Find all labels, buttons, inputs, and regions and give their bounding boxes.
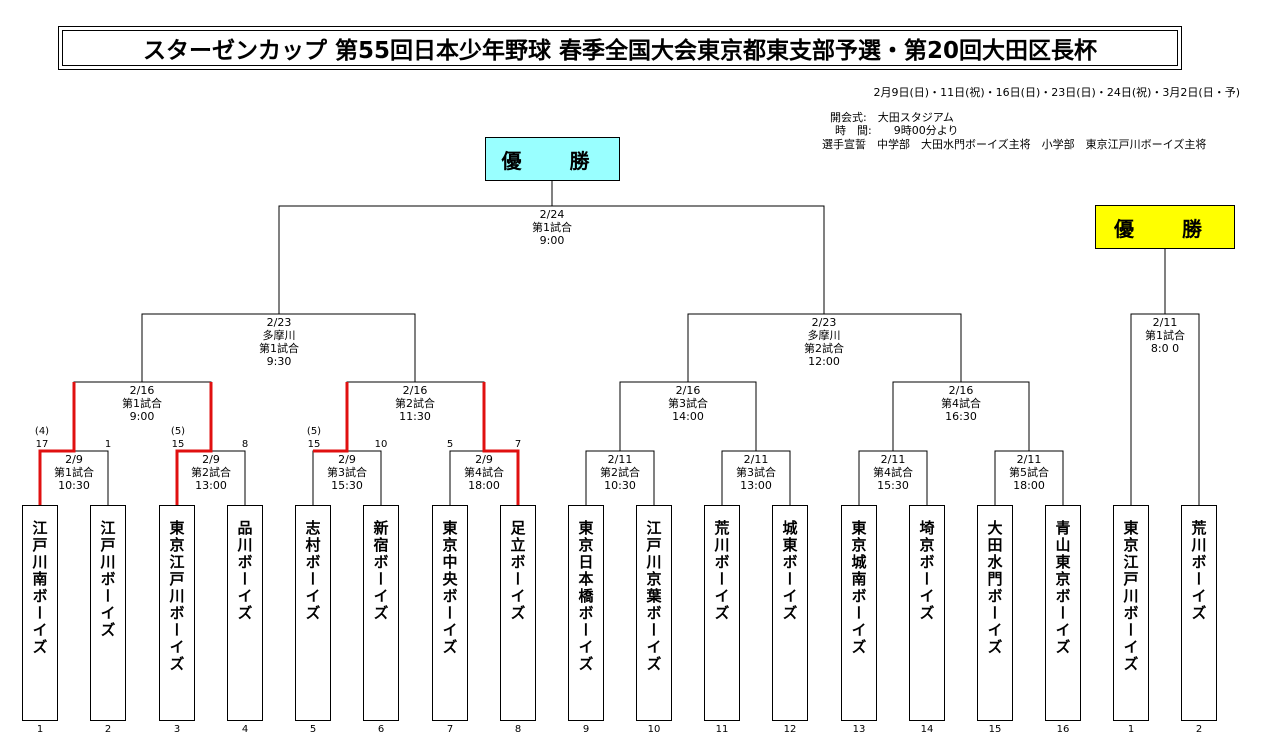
- team-box: 東京江戸川ボーイズ: [1113, 505, 1149, 721]
- team-box: 江戸川京葉ボーイズ: [636, 505, 672, 721]
- team-number: 9: [582, 724, 590, 735]
- score: 5: [446, 439, 454, 450]
- team-name: 東京中央ボーイズ: [440, 520, 459, 656]
- score: 15: [307, 439, 321, 450]
- winner-lines: [38, 382, 520, 505]
- team-number: 12: [783, 724, 797, 735]
- team-number: 13: [852, 724, 866, 735]
- team-box: 東京日本橋ボーイズ: [568, 505, 604, 721]
- team-name: 東京江戸川ボーイズ: [167, 520, 186, 673]
- team-name: 志村ボーイズ: [303, 520, 322, 622]
- score: 8: [241, 439, 249, 450]
- team-box: 大田水門ボーイズ: [977, 505, 1013, 721]
- team-name: 江戸川ボーイズ: [98, 520, 117, 639]
- team-box: 荒川ボーイズ: [1181, 505, 1217, 721]
- team-name: 東京日本橋ボーイズ: [576, 520, 595, 673]
- team-box: 江戸川南ボーイズ: [22, 505, 58, 721]
- team-box: 荒川ボーイズ: [704, 505, 740, 721]
- team-number: 1: [1127, 724, 1135, 735]
- winner-path-5: [313, 382, 349, 453]
- team-number: 8: [514, 724, 522, 735]
- team-number: 5: [309, 724, 317, 735]
- team-box: 品川ボーイズ: [227, 505, 263, 721]
- team-number: 14: [920, 724, 934, 735]
- player-oath: 選手宣誓 中学部 大田水門ボーイズ主将 小学部 東京江戸川ボーイズ主将: [822, 138, 1207, 151]
- team-number: 15: [988, 724, 1002, 735]
- team-box: 新宿ボーイズ: [363, 505, 399, 721]
- team-box: 青山東京ボーイズ: [1045, 505, 1081, 721]
- score-extra: (4): [34, 426, 50, 437]
- team-box: 足立ボーイズ: [500, 505, 536, 721]
- team-name: 埼京ボーイズ: [917, 520, 936, 622]
- team-name: 荒川ボーイズ: [712, 520, 731, 622]
- team-number: 6: [377, 724, 385, 735]
- team-number: 1: [36, 724, 44, 735]
- team-box: 江戸川ボーイズ: [90, 505, 126, 721]
- team-number: 10: [647, 724, 661, 735]
- score: 7: [514, 439, 522, 450]
- start-time: 時 間: 9時00分より: [835, 124, 959, 137]
- score: 17: [35, 439, 49, 450]
- team-number: 3: [173, 724, 181, 735]
- team-number: 2: [1195, 724, 1203, 735]
- champion-box-side: 優 勝: [1095, 205, 1235, 249]
- team-number: 4: [241, 724, 249, 735]
- team-name: 品川ボーイズ: [235, 520, 254, 622]
- team-number: 2: [104, 724, 112, 735]
- winner-path-3: [175, 382, 213, 505]
- team-name: 東京城南ボーイズ: [849, 520, 868, 656]
- schedule-dates: 2月9日(日)・11日(祝)・16日(日)・23日(日)・24日(祝)・3月2日…: [873, 86, 1240, 99]
- winner-path-8: [482, 382, 520, 505]
- team-name: 新宿ボーイズ: [371, 520, 390, 622]
- team-name: 大田水門ボーイズ: [985, 520, 1004, 656]
- title-box: スターゼンカップ 第55回日本少年野球 春季全国大会東京都東支部予選・第20回大…: [58, 26, 1182, 70]
- team-number: 16: [1056, 724, 1070, 735]
- team-number: 11: [715, 724, 729, 735]
- team-box: 埼京ボーイズ: [909, 505, 945, 721]
- team-name: 足立ボーイズ: [508, 520, 527, 622]
- team-name: 東京江戸川ボーイズ: [1121, 520, 1140, 673]
- team-box: 東京城南ボーイズ: [841, 505, 877, 721]
- winner-path-1: [38, 382, 76, 505]
- score-extra: (5): [170, 426, 186, 437]
- page-title: スターゼンカップ 第55回日本少年野球 春季全国大会東京都東支部予選・第20回大…: [62, 30, 1178, 66]
- team-name: 江戸川京葉ボーイズ: [644, 520, 663, 673]
- team-box: 東京江戸川ボーイズ: [159, 505, 195, 721]
- opening-ceremony: 開会式: 大田スタジアム: [830, 111, 954, 124]
- team-name: 青山東京ボーイズ: [1053, 520, 1072, 656]
- team-box: 東京中央ボーイズ: [432, 505, 468, 721]
- team-box: 志村ボーイズ: [295, 505, 331, 721]
- score: 1: [104, 439, 112, 450]
- score: 10: [374, 439, 388, 450]
- team-name: 城東ボーイズ: [780, 520, 799, 622]
- team-name: 荒川ボーイズ: [1189, 520, 1208, 622]
- team-number: 7: [446, 724, 454, 735]
- team-box: 城東ボーイズ: [772, 505, 808, 721]
- champion-box-main: 優 勝: [485, 137, 620, 181]
- team-name: 江戸川南ボーイズ: [30, 520, 49, 656]
- score: 15: [171, 439, 185, 450]
- score-extra: (5): [306, 426, 322, 437]
